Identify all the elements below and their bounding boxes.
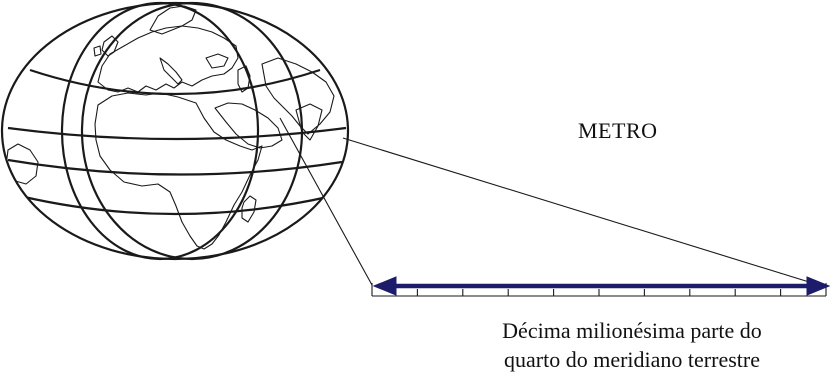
europe-outline <box>97 25 239 93</box>
projection-lines <box>279 117 823 287</box>
black-sea-outline <box>205 53 229 69</box>
parallel-equator <box>7 158 343 176</box>
meridian-right <box>80 1 304 261</box>
parallel-lines <box>7 68 347 216</box>
africa-outline <box>94 92 263 250</box>
italy-outline <box>159 57 183 85</box>
parallel-north <box>29 68 321 96</box>
projection-line-lower <box>279 117 373 286</box>
earth-globe <box>0 1 350 261</box>
scale-caption: Décima milionésima parte do quarto do me… <box>432 316 832 374</box>
arrow-head-left <box>372 276 397 296</box>
asia-edge-outline <box>261 57 335 135</box>
british-isles-outline <box>101 35 119 57</box>
parallel-tropic-north <box>7 126 347 141</box>
arrow-head-right <box>806 276 831 296</box>
meter-scale <box>371 283 827 297</box>
length-arrow <box>372 276 831 296</box>
parallel-tropic-south <box>19 194 333 216</box>
scale-ticks <box>416 289 782 296</box>
ireland-outline <box>93 45 102 57</box>
arabia-outline <box>214 102 283 149</box>
caption-line-2: quarto do meridiano terrestre <box>504 347 760 372</box>
globe-outline <box>0 1 350 261</box>
unit-label-metro: METRO <box>578 118 658 143</box>
projection-line-upper <box>342 137 823 287</box>
scandinavia-outline <box>149 5 197 35</box>
caption-line-1: Décima milionésima parte do <box>502 318 762 343</box>
